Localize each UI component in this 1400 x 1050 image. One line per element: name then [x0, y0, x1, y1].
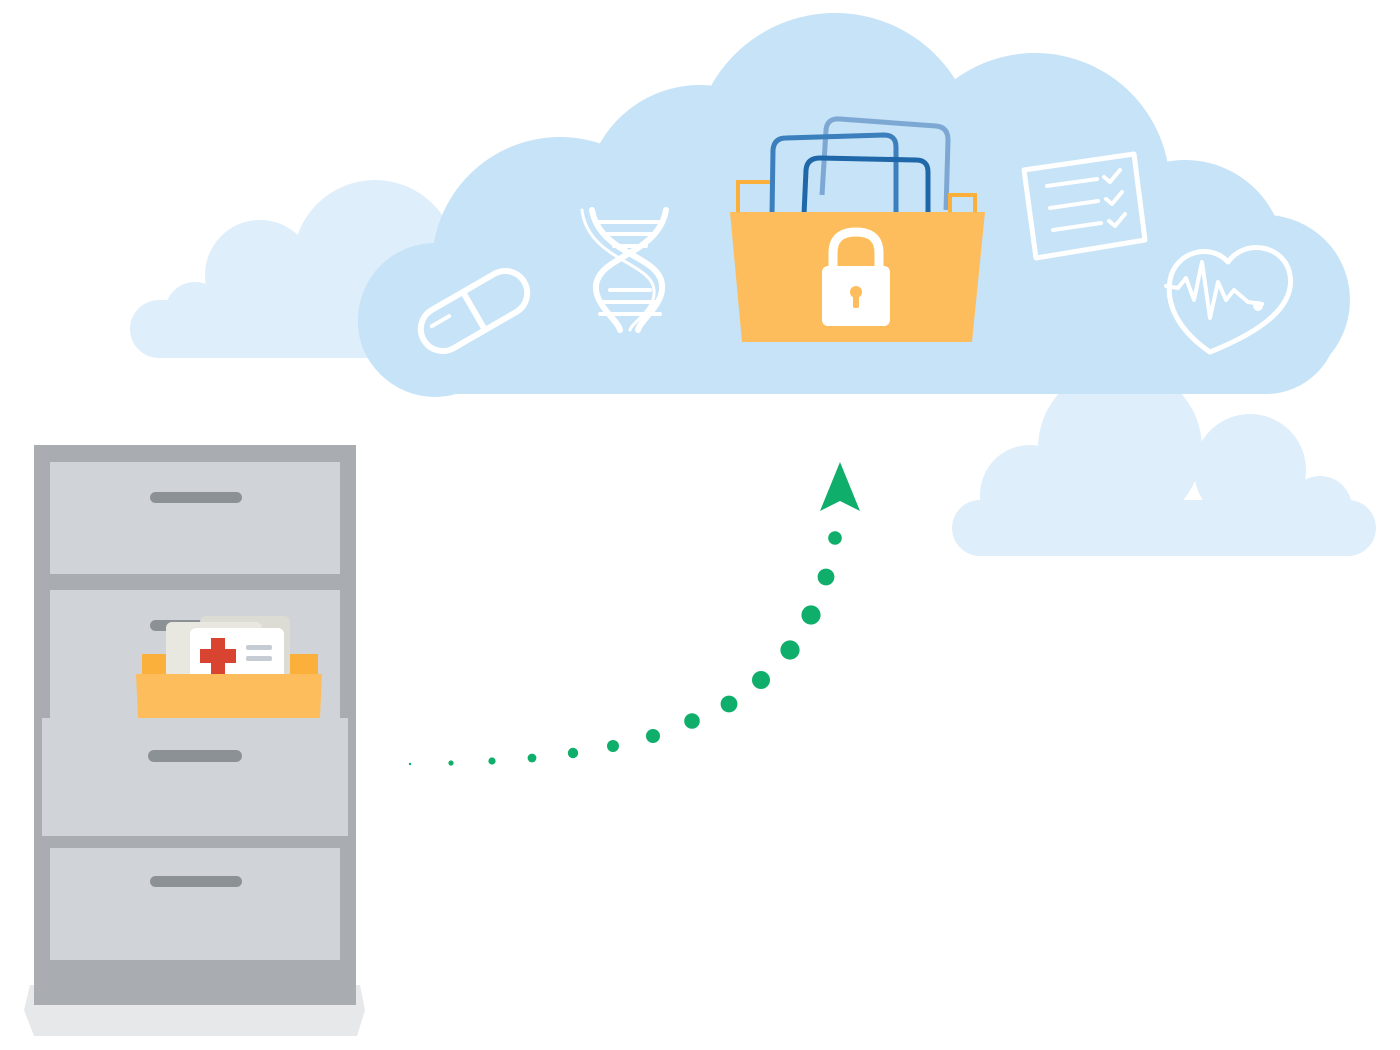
- folder-back-rim: [736, 180, 977, 215]
- pill-icon: [417, 268, 531, 354]
- upload-arrow-icon: [408, 462, 860, 766]
- arrow-head: [820, 462, 860, 511]
- document-middle: [769, 132, 899, 216]
- document-front: [801, 155, 931, 216]
- drawer-1: [50, 462, 340, 574]
- drawer-4: [50, 848, 340, 960]
- medical-record-icon: [136, 616, 322, 718]
- checklist-icon: [1021, 151, 1148, 261]
- document-back: [819, 116, 951, 211]
- filing-cabinet-icon: [24, 445, 365, 1036]
- heart-rate-icon: [1164, 245, 1294, 355]
- locked-folder-icon: [730, 116, 985, 342]
- background-cloud-right: [952, 366, 1376, 556]
- drawer-3-handle: [148, 750, 242, 762]
- drawer-1-handle: [150, 492, 242, 503]
- drawer-4-handle: [150, 876, 242, 887]
- padlock-icon: [822, 227, 890, 326]
- dna-icon: [580, 207, 669, 333]
- drawer-3: [42, 718, 348, 836]
